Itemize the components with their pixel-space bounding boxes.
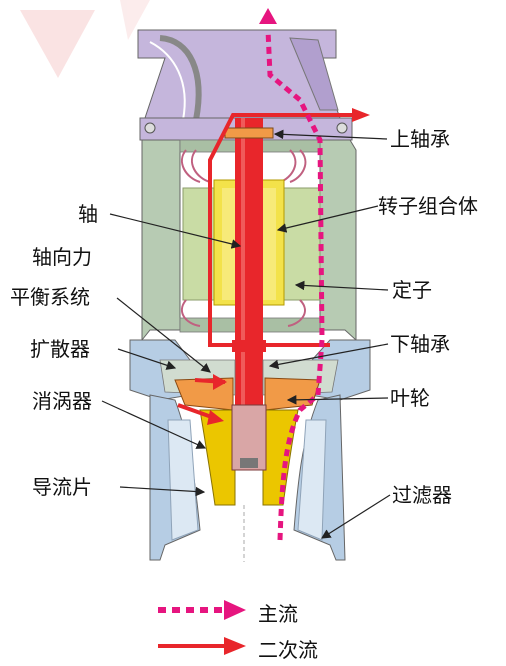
label-filter: 过滤器 <box>392 483 452 507</box>
watermark <box>20 0 150 78</box>
label-shaft: 轴 <box>78 202 98 226</box>
label-upper-bearing: 上轴承 <box>390 127 450 151</box>
filter-housing <box>149 394 346 562</box>
label-diffuser: 扩散器 <box>30 337 90 361</box>
shaft <box>232 118 266 458</box>
label-lower-bearing: 下轴承 <box>390 332 450 356</box>
label-vortex-eliminator: 消涡器 <box>32 389 92 413</box>
legend-secondary-flow-label: 二次流 <box>258 638 318 662</box>
upper-bearing <box>224 127 274 139</box>
main-flow-arrowhead <box>259 8 277 24</box>
label-axial-force-line2: 平衡系统 <box>10 285 90 309</box>
pump-head <box>137 29 341 129</box>
legend-main-flow-label: 主流 <box>258 602 298 626</box>
label-axial-force-line1: 轴向力 <box>32 245 92 269</box>
label-guide-vane: 导流片 <box>32 475 92 499</box>
secondary-flow-path <box>177 108 370 425</box>
label-impeller: 叶轮 <box>390 386 430 410</box>
leader-lines <box>101 129 391 539</box>
legend <box>158 600 246 655</box>
label-stator: 定子 <box>392 278 432 302</box>
label-rotor-assembly: 转子组合体 <box>378 194 478 218</box>
motor-housing <box>141 139 357 342</box>
